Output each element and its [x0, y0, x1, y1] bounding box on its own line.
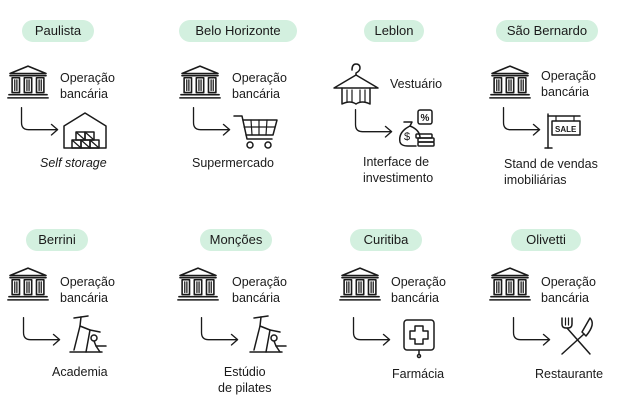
bank-building-icon [6, 64, 50, 100]
location-pill-moncoes: Monções [200, 229, 272, 251]
transition-arrow-icon [192, 107, 231, 136]
shopping-cart-icon [233, 115, 278, 149]
location-pill-berrini: Berrini [26, 229, 88, 251]
bank-building-icon [178, 64, 222, 100]
source-label: Vestuário [390, 77, 443, 91]
transition-arrow-icon [512, 317, 551, 346]
source-label: Operação bancária [232, 275, 287, 305]
target-label: Interface de investimento [363, 155, 434, 185]
transition-arrow-icon [22, 317, 61, 346]
source-label: Operação bancária [541, 69, 596, 99]
svg-text:$: $ [404, 131, 410, 143]
bank-building-icon [488, 266, 532, 302]
pharmacy-cross-icon [403, 319, 435, 359]
location-pill-paulista: Paulista [22, 20, 94, 42]
money-bag-percent-icon: $ % [398, 109, 435, 147]
location-pill-curitiba: Curitiba [350, 229, 422, 251]
fork-knife-icon [561, 317, 593, 355]
location-pill-leblon: Leblon [364, 20, 424, 42]
source-label: Operação bancária [232, 71, 287, 101]
bank-building-icon [6, 266, 50, 302]
target-label: Farmácia [392, 367, 445, 381]
target-label: Estúdio de pilates [218, 365, 272, 395]
transition-arrow-icon [200, 317, 239, 346]
exercise-machine-icon [69, 315, 107, 353]
location-pill-sao-bernardo: São Bernardo [496, 20, 598, 42]
source-label: Operação bancária [60, 71, 115, 101]
bank-building-icon [176, 266, 220, 302]
transition-arrow-icon [352, 317, 391, 346]
source-label: Operação bancária [60, 275, 115, 305]
bank-building-icon [338, 266, 382, 302]
target-label: Stand de vendas imobiliárias [504, 157, 598, 187]
pilates-reformer-icon [249, 315, 287, 353]
transition-arrow-icon [20, 107, 59, 136]
source-label: Operação bancária [541, 275, 596, 305]
location-pill-olivetti: Olivetti [511, 229, 581, 251]
location-pill-belo-horizonte: Belo Horizonte [179, 20, 297, 42]
svg-text:SALE: SALE [555, 125, 577, 134]
target-label: Restaurante [535, 367, 604, 381]
sale-sign-icon: SALE [544, 113, 581, 149]
clothes-hanger-icon [333, 63, 379, 105]
transition-arrow-icon [354, 109, 393, 138]
bank-building-icon [488, 64, 532, 100]
target-label: Supermercado [192, 156, 274, 170]
storage-warehouse-icon [63, 112, 107, 149]
target-label: Self storage [40, 156, 107, 170]
source-label: Operação bancária [391, 275, 446, 305]
target-label: Academia [52, 365, 108, 379]
svg-text:%: % [421, 113, 430, 124]
transition-arrow-icon [502, 107, 541, 136]
